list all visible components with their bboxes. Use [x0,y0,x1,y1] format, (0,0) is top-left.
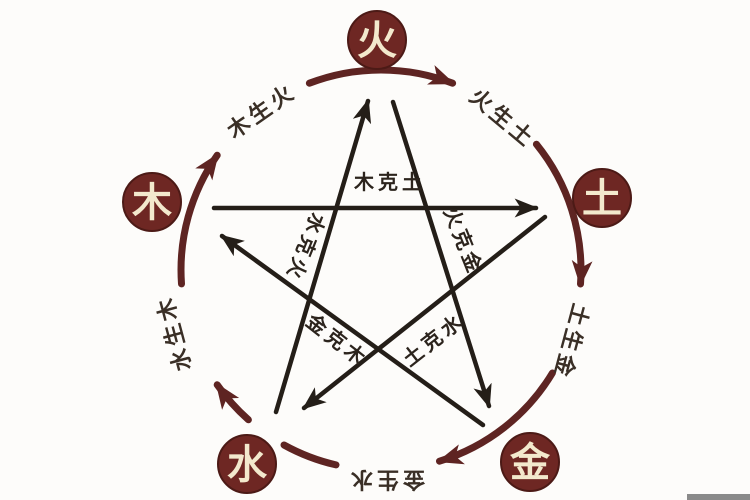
earth-char: 土 [582,176,622,222]
generating-cycle-ring [177,65,593,469]
earth-circle [572,168,632,228]
overcoming-arrow-fire-to-metal [390,99,492,409]
generating-arc-into-water [280,441,340,469]
label-water-generates-wood: 水生木 [153,292,197,374]
element-nodes: 火 木 土 水 金 [122,10,632,494]
generating-cycle-labels: 木生火 火生土 土生金 金生水 水生木 [153,79,594,492]
generating-arc-wood-to-fire [177,151,221,288]
fire-node: 火 [347,10,407,70]
generating-arc-fire-to-earth [305,65,457,87]
overcoming-cycle-star [211,98,548,428]
wood-circle [122,172,182,232]
water-node: 水 [217,434,277,494]
earth-node: 土 [572,168,632,228]
generating-arc-earth-to-metal [532,140,593,288]
metal-circle [500,432,560,492]
fire-char: 火 [357,18,397,64]
water-char: 水 [227,442,268,488]
water-circle [217,434,277,494]
overcoming-arrow-earth-to-water [301,214,548,411]
label-fire-generates-earth: 火生土 [464,84,540,153]
generating-arc-metal-to-water [436,369,556,465]
label-wood-generates-fire: 木生火 [222,79,301,145]
wood-node: 木 [122,172,182,232]
overcoming-arrow-water-to-fire [273,98,372,415]
overcoming-arrow-metal-to-wood [219,233,486,428]
fire-circle [347,10,407,70]
label-earth-overcomes-water: 土克水 [398,308,470,371]
label-wood-overcomes-earth: 木克土 [353,170,426,194]
metal-char: 金 [509,440,551,486]
corner-artifact-bar [687,494,750,500]
wood-char: 木 [132,180,172,226]
generating-arc-water-to-wood [213,381,252,424]
label-earth-generates-metal: 土生金 [548,301,593,383]
label-metal-generates-water: 金生水 [347,466,426,492]
metal-node: 金 [500,432,560,492]
